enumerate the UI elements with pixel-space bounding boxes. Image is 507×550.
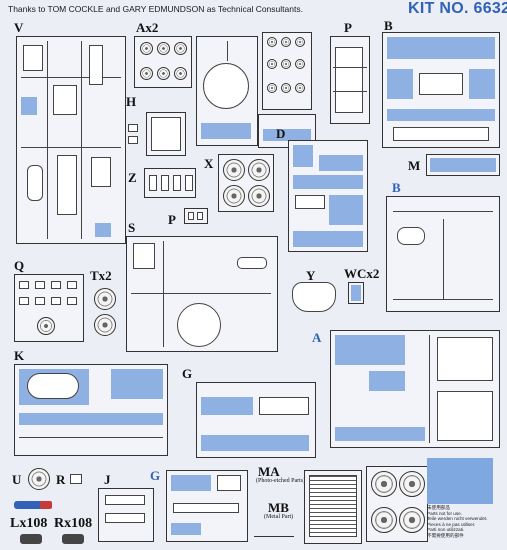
sprue-label-b-blue: B	[392, 180, 401, 195]
sprue-label-g: G	[182, 366, 193, 381]
sprue-label-b-top: B	[384, 18, 393, 33]
sprue-z	[144, 168, 196, 198]
sprue-d	[288, 140, 368, 252]
legend-line-en: Parts not for use.	[427, 510, 462, 516]
sprue-v	[16, 36, 126, 244]
track-label-l: Lx108	[10, 516, 48, 531]
sprue-g	[196, 382, 316, 458]
legend-line-jp: 未使用部品	[427, 505, 450, 510]
sprue-label-r: R	[56, 472, 66, 487]
mb-caption: (Metal Part)	[264, 514, 294, 520]
sprue-label-x: X	[204, 156, 214, 171]
sprue-p	[330, 36, 370, 124]
metal-part	[254, 536, 294, 538]
part-u	[28, 468, 50, 490]
part-r	[70, 474, 82, 484]
sprue-b-top	[382, 32, 500, 148]
sprue-label-v: V	[14, 20, 24, 35]
sprue-k	[14, 364, 168, 456]
sprue-label-mb: MB	[268, 500, 289, 515]
sprue-label-s: S	[128, 220, 136, 235]
part-y-turret	[292, 282, 336, 312]
magic-track-logo	[14, 498, 52, 510]
ma-caption: (Photo-etched Parts)	[256, 478, 306, 484]
sprue-ax2	[134, 36, 192, 88]
legend-notes: 未使用部品 Parts not for use. Teile werden ni…	[427, 505, 488, 539]
sprue-label-wcx2: WCx2	[344, 266, 380, 281]
sprue-b-lower	[386, 196, 500, 312]
sprue-h	[146, 112, 186, 156]
sprue-road-wheels	[366, 466, 428, 542]
sprue-label-k: K	[14, 348, 25, 363]
sprue-label-y: Y	[306, 268, 316, 283]
sprue-p-small	[184, 208, 208, 224]
sprue-m	[426, 154, 500, 176]
sprue-label-p-small: P	[168, 212, 176, 227]
sprue-label-m: M	[408, 158, 421, 173]
sprue-label-ax2: Ax2	[136, 20, 159, 35]
track-link-left	[20, 534, 42, 544]
sprue-label-a: A	[312, 330, 322, 345]
track-link-right	[62, 534, 84, 544]
sprue-label-p: P	[344, 20, 352, 35]
tyre-bottom	[94, 314, 116, 336]
sprue-label-u: U	[12, 472, 22, 487]
unused-parts-swatch	[427, 458, 493, 504]
sprue-x	[218, 154, 274, 212]
kit-number: KIT NO. 6632	[408, 0, 507, 17]
sprue-label-h: H	[126, 94, 137, 109]
sprue-s	[126, 236, 278, 352]
sprue-g-lower	[166, 470, 248, 542]
sprue-wcx2	[348, 282, 364, 304]
sprue-turret-parts	[196, 36, 258, 146]
sprue-label-g-blue: G	[150, 468, 161, 483]
sprue-label-z: Z	[128, 170, 137, 185]
legend-line-fr: Pieces à ne pas utiliser.	[427, 521, 476, 527]
sprue-label-q: Q	[14, 258, 25, 273]
sprue-label-ma: MA	[258, 464, 280, 479]
legend-line-it: Parti non utilizzati.	[427, 527, 465, 533]
tyre-top	[94, 288, 116, 310]
sprue-label-j: J	[104, 472, 111, 487]
sprue-label-d: D	[276, 126, 286, 141]
legend-line-de: Teile werden nicht verwendet.	[427, 516, 488, 522]
sprue-wheels	[262, 32, 312, 110]
track-label-r: Rx108	[54, 516, 93, 531]
sprue-label-tx2: Tx2	[90, 268, 112, 283]
sprue-q	[14, 274, 84, 342]
sprue-j	[98, 488, 154, 542]
sprue-a	[330, 330, 500, 448]
photo-etched-fret	[304, 470, 362, 544]
legend-line-cn: 不需要使用的部件	[427, 532, 464, 538]
credits-line: Thanks to TOM COCKLE and GARY EDMUNDSON …	[8, 4, 303, 14]
